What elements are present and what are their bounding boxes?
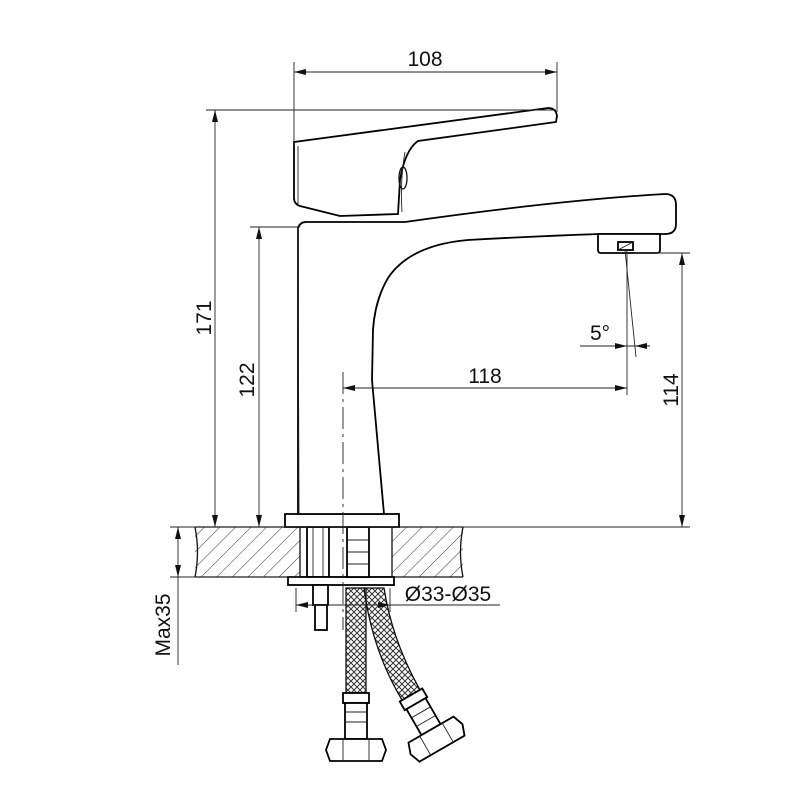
dimension-height-122: 122 (236, 226, 300, 527)
dimension-max35: Max35 (152, 527, 300, 665)
total-height-label: 171 (193, 300, 216, 335)
body-height-label: 122 (236, 362, 259, 397)
dimension-height-171: 171 (193, 109, 556, 527)
dimension-width-108: 108 (293, 48, 558, 145)
faucet-body (284, 193, 677, 630)
spout-height-label: 114 (660, 373, 683, 407)
dimension-angle-5deg: 5° (580, 249, 650, 358)
dimension-reach-118: 118 (343, 250, 628, 395)
reach-label: 118 (468, 365, 501, 388)
angle-label: 5° (590, 322, 610, 345)
mounting-hardware (287, 526, 395, 631)
dimension-hole-diameter: Ø33-Ø35 (295, 583, 500, 612)
width-label: 108 (407, 48, 442, 71)
lever-handle (293, 107, 558, 217)
dimension-height-114: 114 (634, 252, 690, 527)
counter-thickness-label: Max35 (152, 593, 175, 656)
flexible-hoses (325, 587, 466, 763)
hole-diameter-label: Ø33-Ø35 (405, 583, 491, 606)
